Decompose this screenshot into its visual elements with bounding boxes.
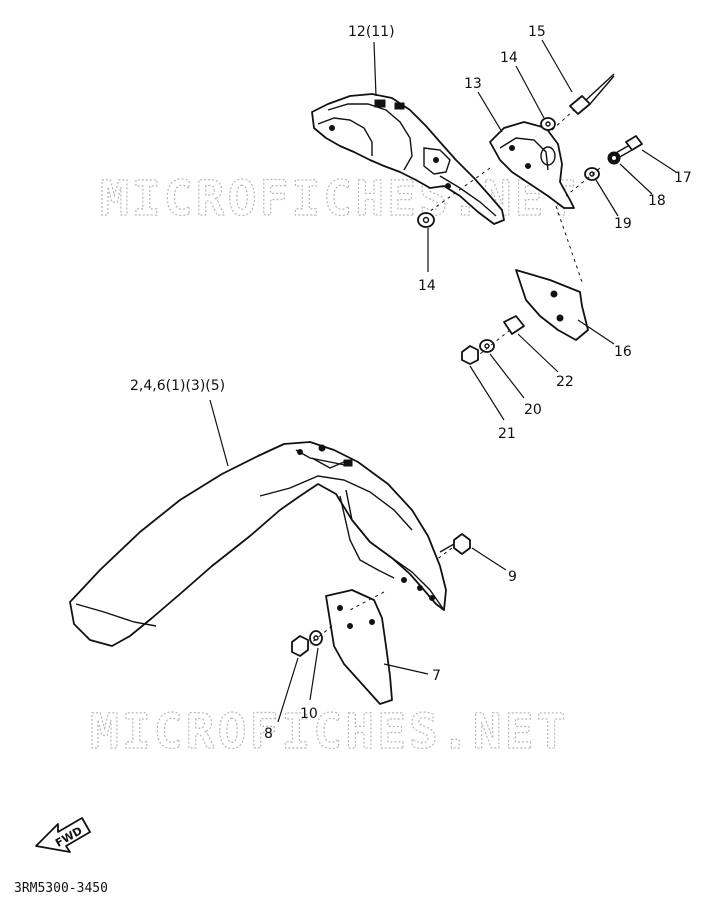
leader-15 [541,39,573,93]
leader-8 [277,657,299,723]
part-22-collar[interactable] [503,315,525,335]
part-14-washer-bottom[interactable] [417,212,435,228]
leader-13 [477,91,503,133]
callout-10: 10 [300,706,318,722]
callout-22: 22 [556,374,574,390]
diagram-code: 3RM5300-3450 [14,881,108,896]
part-7-mud-flap[interactable] [325,589,393,705]
leader-7 [383,663,429,675]
leader-12 [373,41,377,97]
part-14-washer-top[interactable] [540,117,556,131]
leader-10 [309,647,319,701]
leader-2-4-6 [209,399,229,467]
leader-16 [577,319,615,345]
watermark-top: MICROFICHES.NET [100,171,578,227]
callout-8: 8 [264,726,273,742]
assembly-line-7-8 [309,625,333,645]
leader-19 [595,179,619,217]
part-18-lock-washer[interactable] [607,151,621,165]
callout-14-bottom: 14 [418,278,436,294]
leader-14-top [515,65,545,119]
part-10-washer[interactable] [309,630,323,646]
leader-18 [619,163,653,195]
callout-17: 17 [674,170,692,186]
callout-12-11: 12(11) [348,24,395,40]
assembly-line-14-13 [425,167,491,215]
callout-9: 9 [508,569,517,585]
part-8-nut[interactable] [291,635,309,657]
part-21-nut[interactable] [461,345,479,365]
part-12-rear-fender-bracket[interactable] [311,93,505,225]
assembly-line-15-13 [551,109,575,131]
callout-15: 15 [528,24,546,40]
callout-18: 18 [648,193,666,209]
part-15-rivet[interactable] [569,73,615,115]
watermark-bottom: MICROFICHES.NET [90,704,568,760]
callout-13: 13 [464,76,482,92]
callout-19: 19 [614,216,632,232]
callout-2-4-6: 2,4,6(1)(3)(5) [130,378,225,394]
part-13-bracket[interactable] [489,121,575,209]
callout-16: 16 [614,344,632,360]
assembly-line-19-13 [565,167,601,197]
part-9-bolt[interactable] [439,533,471,555]
part-20-washer[interactable] [479,339,495,353]
leader-20 [489,353,525,399]
leader-17 [641,149,677,173]
part-2-4-6-front-fender[interactable] [69,441,447,647]
callout-21: 21 [498,426,516,442]
assembly-line-9-fender [435,547,453,561]
callout-14-top: 14 [500,50,518,66]
leader-21 [469,365,505,421]
callout-7: 7 [432,668,441,684]
fwd-arrow-icon: FWD [35,817,91,853]
leader-22 [517,333,559,373]
part-16-plate[interactable] [515,269,589,341]
leader-9 [471,547,507,571]
callout-20: 20 [524,402,542,418]
